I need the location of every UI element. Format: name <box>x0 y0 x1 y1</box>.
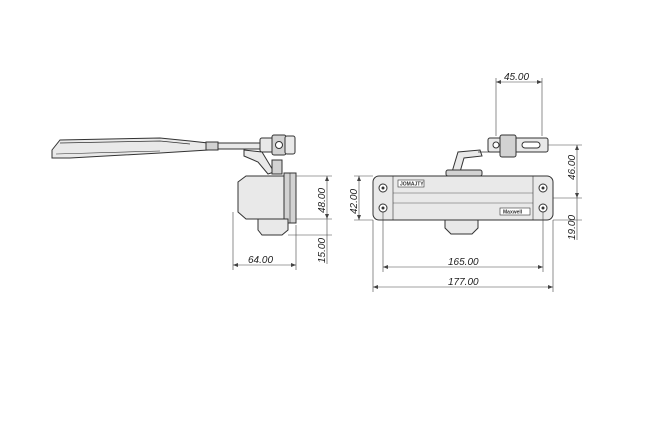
front-view-arm <box>445 149 483 177</box>
front-view-mounting-holes <box>378 183 548 213</box>
bottom-offset-dim-label: 19.00 <box>567 215 578 240</box>
overall-length-dim-label: 177.00 <box>448 277 479 288</box>
side-width-dim-label: 64.00 <box>248 255 273 266</box>
side-view-spindle <box>271 159 283 175</box>
side-view-forearm <box>243 149 275 175</box>
brand-label-bottom: Maxwell <box>503 210 523 216</box>
side-view-adjuster-head <box>259 134 296 156</box>
side-view-dimensions <box>232 175 332 270</box>
brand-plate-top <box>397 179 425 188</box>
side-bracket-height-dim-label: 15.00 <box>317 238 328 263</box>
body-height-dim-label: 42.00 <box>349 189 360 214</box>
side-view-connector-rod <box>205 141 263 151</box>
brand-plate-bottom <box>499 207 531 216</box>
side-body-height-dim-label: 48.00 <box>317 188 328 213</box>
front-view-adjuster <box>478 134 549 158</box>
arm-span-dim-label: 45.00 <box>504 72 529 83</box>
arm-height-dim-label: 46.00 <box>567 155 578 180</box>
brand-label-top: JOMAJTY <box>400 182 424 188</box>
side-view-bracket <box>257 218 289 236</box>
front-view-dimensions <box>354 78 582 292</box>
side-view <box>51 134 297 236</box>
hole-spacing-dim-label: 165.00 <box>448 257 479 268</box>
front-view-bracket <box>444 219 479 235</box>
side-view-closer-body <box>237 172 297 224</box>
side-view-main-arm <box>51 137 209 159</box>
